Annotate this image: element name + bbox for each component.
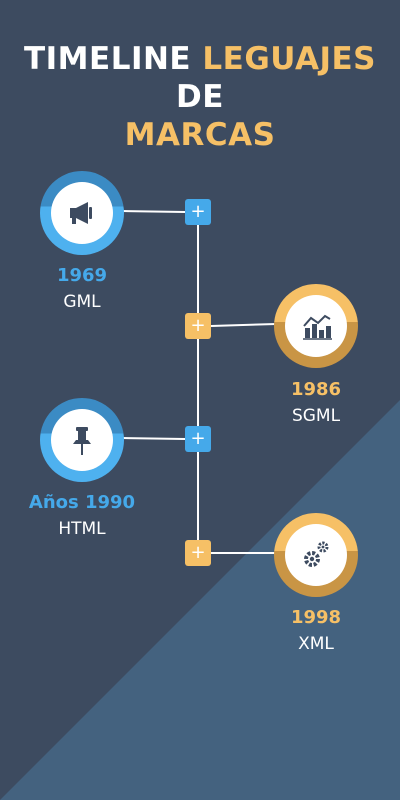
title-part-1: TIMELINE xyxy=(23,41,203,77)
event-node-1990 xyxy=(40,398,124,482)
gears-icon xyxy=(304,541,329,567)
connector-line-1 xyxy=(121,210,186,213)
event-year-1986: 1986 xyxy=(290,379,342,400)
title-accent-1: LEGUAJES xyxy=(202,41,377,77)
connector-line-3 xyxy=(121,437,186,440)
event-label-sgml: SGML xyxy=(291,406,341,426)
plus-button-1990[interactable]: + xyxy=(185,426,211,452)
event-label-gml: GML xyxy=(63,292,101,312)
event-node-1986 xyxy=(274,284,358,368)
event-year-1969: 1969 xyxy=(56,265,108,286)
plus-button-1986[interactable]: + xyxy=(185,313,211,339)
title-part-2: DE xyxy=(176,79,224,115)
event-node-1998 xyxy=(274,513,358,597)
event-year-1990: Años 1990 xyxy=(28,492,136,513)
plus-button-1969[interactable]: + xyxy=(185,199,211,225)
title-accent-2: MARCAS xyxy=(124,117,276,153)
bar-chart-icon xyxy=(303,314,332,340)
event-label-xml: XML xyxy=(298,634,334,654)
connector-line-2 xyxy=(210,323,277,327)
megaphone-icon xyxy=(70,202,92,224)
page-title: TIMELINE LEGUAJES DE MARCAS xyxy=(0,40,400,154)
event-label-html: HTML xyxy=(58,519,106,539)
event-node-1969 xyxy=(40,171,124,255)
plus-button-1998[interactable]: + xyxy=(185,540,211,566)
event-year-1998: 1998 xyxy=(290,607,342,628)
pushpin-icon xyxy=(73,427,91,455)
